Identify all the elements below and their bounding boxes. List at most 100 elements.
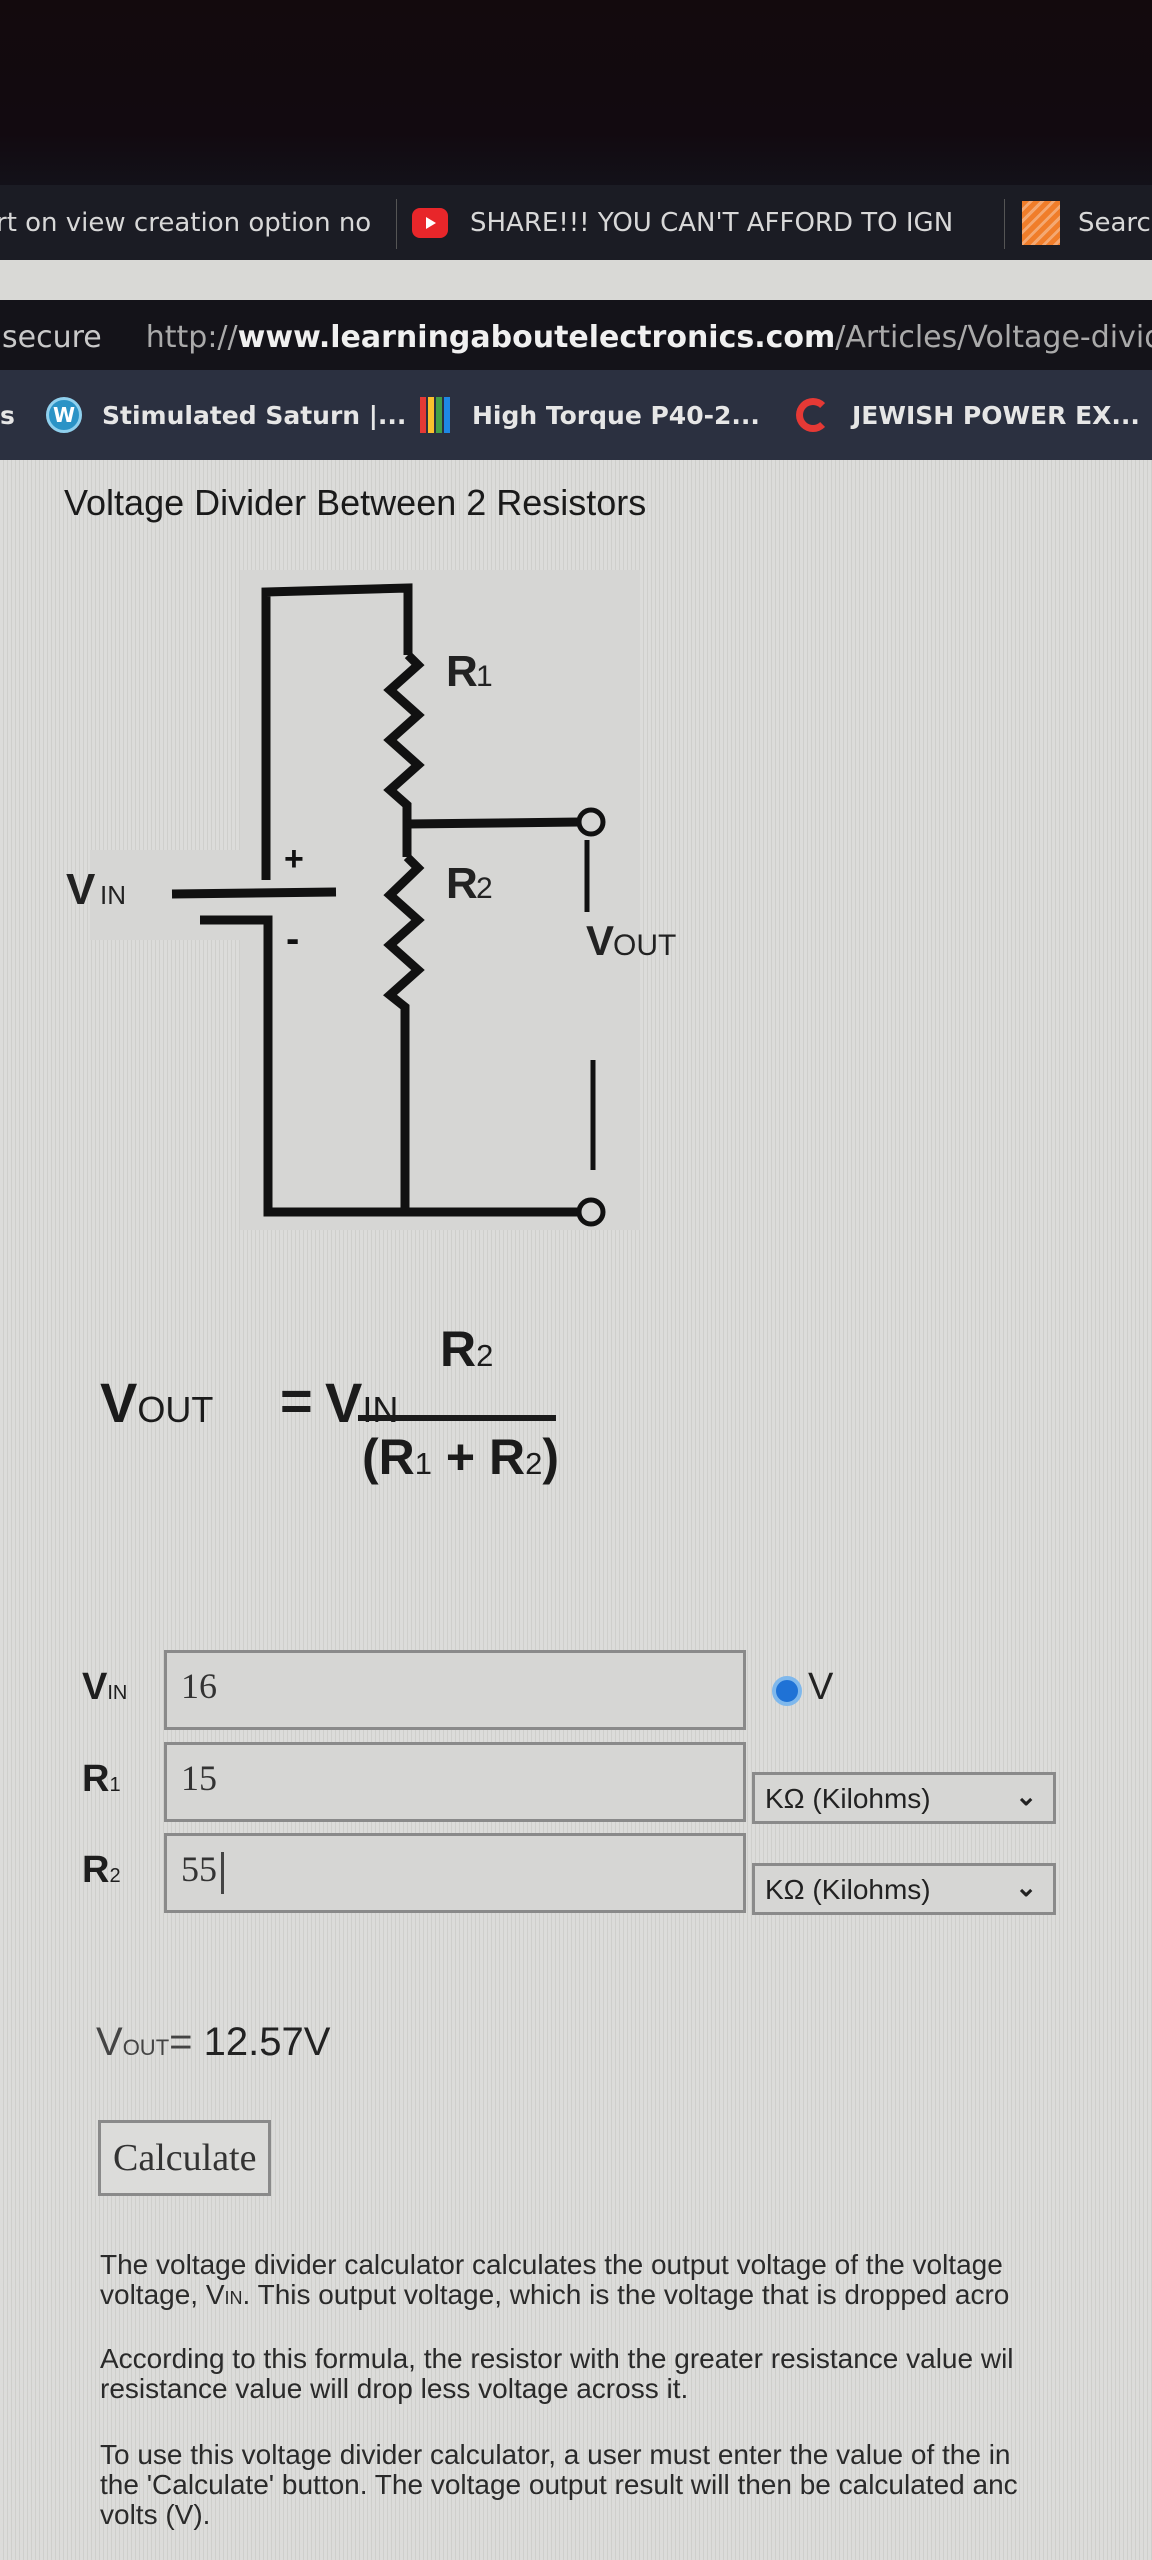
tab-search[interactable]: Searc <box>1022 185 1152 260</box>
diagram-r1-label: R <box>446 647 478 696</box>
page-title: Voltage Divider Between 2 Resistors <box>64 482 647 523</box>
diagram-r2-label: R <box>446 859 478 908</box>
r1-unit-value: KΩ (Kilohms) <box>765 1783 931 1814</box>
bookmark-label: s <box>0 400 15 430</box>
bookmarks-bar: s W Stimulated Saturn |... High Torque P… <box>0 370 1152 460</box>
tab-view-creation[interactable]: rt on view creation option no <box>0 185 381 260</box>
diagram-r1-sub: 1 <box>476 660 493 693</box>
tab-label: rt on view creation option no <box>0 207 372 238</box>
formula-vin: VIN <box>325 1370 398 1435</box>
formula-vout-v: V <box>100 1371 138 1434</box>
formula-num-r: R <box>440 1321 477 1377</box>
r1-input[interactable]: 15 <box>164 1742 746 1822</box>
r2-label-sub: 2 <box>109 1865 121 1887</box>
para-3-line-1: To use this voltage divider calculator, … <box>100 2439 1011 2470</box>
battery-plus-sign: + <box>284 840 304 878</box>
r2-input-value: 55 <box>181 1849 217 1889</box>
para-2-line-2: resistance value will drop less voltage … <box>100 2373 689 2404</box>
result-value: 12.57V <box>192 2020 331 2064</box>
diagram-vout-label: V <box>586 917 614 964</box>
formula-den-close: ) <box>542 1429 560 1485</box>
bookmark-label: JEWISH POWER EX... <box>852 400 1140 430</box>
diagram-vout-sub: OUT <box>613 929 676 962</box>
description-paragraph-2: According to this formula, the resistor … <box>100 2344 1152 2404</box>
bookmark-jewish-power[interactable]: JEWISH POWER EX... <box>796 370 1140 460</box>
resistor-r1 <box>383 651 425 857</box>
tab-share-youtube[interactable]: SHARE!!! YOU CAN'T AFFORD TO IGN <box>412 185 1012 260</box>
formula-vout-sub: OUT <box>137 1389 214 1430</box>
r1-label: R1 <box>82 1758 121 1801</box>
para-1-line-2: voltage, VIN. This output voltage, which… <box>100 2280 1152 2313</box>
formula-den-sub1: 1 <box>414 1446 433 1481</box>
diagram-r2-sub: 2 <box>476 872 493 905</box>
vin-label-sub: IN <box>107 1682 128 1704</box>
browser-tab-strip: rt on view creation option no SHARE!!! Y… <box>0 185 1152 260</box>
chevron-down-icon: ⌄ <box>1015 1781 1037 1811</box>
r2-label-r: R <box>82 1849 110 1891</box>
bookmark-partial[interactable]: s <box>0 370 15 460</box>
formula-den-sub2: 2 <box>525 1446 543 1481</box>
tab-divider <box>1004 199 1005 249</box>
bookmark-label: High Torque P40-2... <box>472 400 760 430</box>
description-paragraph-3: To use this voltage divider calculator, … <box>100 2440 1152 2530</box>
formula-vout: VOUT <box>100 1370 213 1435</box>
formula-den-plus: + R <box>432 1429 526 1485</box>
formula-fraction-bar <box>358 1415 556 1421</box>
volts-radio-label: V <box>808 1666 834 1708</box>
url-domain: www.learningaboutelectronics.com <box>237 320 836 355</box>
address-bar[interactable]: secure http://www.learningaboutelectroni… <box>0 300 1152 375</box>
para-1-line-1: The voltage divider calculator calculate… <box>100 2249 1003 2280</box>
formula-den-open: (R <box>362 1429 415 1485</box>
result-equals: = <box>169 2020 193 2064</box>
result-sub: OUT <box>122 2035 170 2060</box>
tab-divider <box>396 199 397 249</box>
para-1-voltage: voltage, <box>100 2279 206 2310</box>
wire-left-bottom <box>216 915 580 1217</box>
calculate-button[interactable]: Calculate <box>98 2120 272 2196</box>
wire-vout-top <box>406 817 581 829</box>
volts-radio-button[interactable] <box>772 1676 802 1706</box>
voltage-divider-formula: VOUT = VIN R2 (R1 + R2) <box>100 1320 660 1485</box>
home-depot-icon <box>1022 200 1060 245</box>
r1-label-r: R <box>82 1758 110 1800</box>
formula-numerator: R2 <box>440 1320 493 1378</box>
circuit-bg <box>240 570 640 1230</box>
resistor-r2 <box>383 853 425 1212</box>
result-v: V <box>96 2020 123 2064</box>
para-3-line-3: volts (V). <box>100 2499 211 2530</box>
bookmark-stimulated-saturn[interactable]: W Stimulated Saturn |... <box>46 370 406 460</box>
vin-input[interactable]: 16 <box>164 1650 746 1730</box>
wordpress-icon: W <box>46 397 82 433</box>
r2-unit-select[interactable]: KΩ (Kilohms) ⌄ <box>752 1863 1056 1915</box>
wire-left-top <box>261 583 413 880</box>
vin-label-v: V <box>82 1666 108 1708</box>
para-3-line-2: the 'Calculate' button. The voltage outp… <box>100 2469 1018 2500</box>
bookmark-label: Stimulated Saturn |... <box>102 400 407 430</box>
vin-label: VIN <box>82 1666 127 1709</box>
diagram-vin-sub: IN <box>100 880 126 910</box>
chevron-down-icon: ⌄ <box>1015 1872 1037 1902</box>
bookmark-high-torque[interactable]: High Torque P40-2... <box>420 370 760 460</box>
battery-long-plate <box>171 887 337 899</box>
vout-result: VOUT= 12.57V <box>96 2020 330 2065</box>
youtube-icon <box>412 207 448 238</box>
diagram-vin-label: V <box>66 865 96 914</box>
screen-bezel-dark-area <box>0 0 1152 190</box>
formula-equals: = <box>280 1369 313 1432</box>
vout-terminal-top <box>576 807 606 837</box>
circuit-overlay: V IN + - R 1 R 2 V OUT <box>66 570 676 1230</box>
color-bars-icon <box>420 397 450 433</box>
r1-label-sub: 1 <box>109 1774 121 1796</box>
formula-vin-sub: IN <box>362 1389 399 1430</box>
r2-input[interactable]: 55 <box>164 1833 746 1913</box>
url-protocol: http:// <box>145 320 238 355</box>
security-indicator[interactable]: secure <box>2 320 102 355</box>
battery-minus-sign: - <box>286 917 299 961</box>
r1-unit-select[interactable]: KΩ (Kilohms) ⌄ <box>752 1772 1056 1824</box>
r2-unit-value: KΩ (Kilohms) <box>765 1874 931 1905</box>
formula-denominator: (R1 + R2) <box>362 1428 559 1486</box>
para-1-in: IN <box>224 2288 243 2308</box>
para-1-v: V <box>205 2279 225 2310</box>
description-paragraph-1: The voltage divider calculator calculate… <box>100 2250 1152 2313</box>
tab-label: Searc <box>1078 207 1151 238</box>
